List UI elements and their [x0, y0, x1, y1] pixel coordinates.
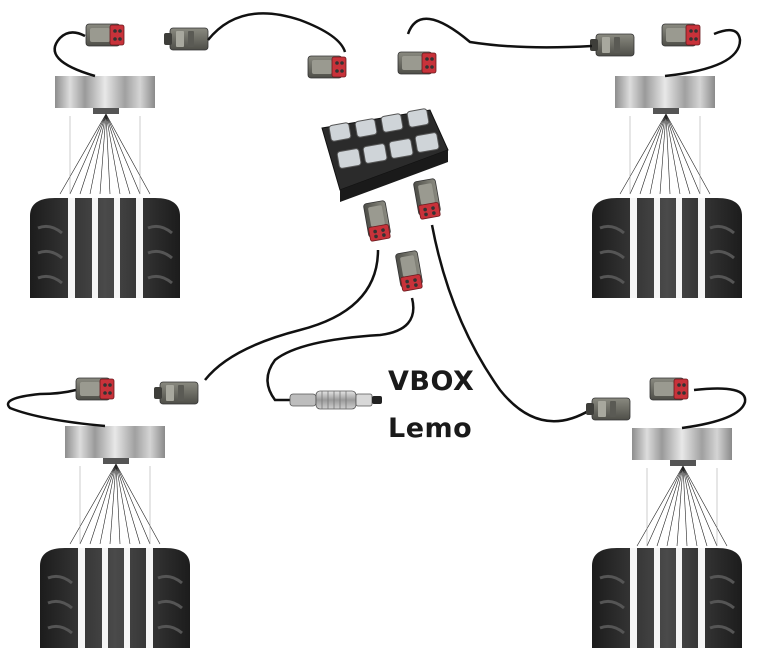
extension-cable	[207, 12, 347, 53]
sensor-group-front-right	[397, 17, 744, 300]
sensor-cable	[664, 28, 742, 78]
temperature-sensor-icon	[54, 75, 156, 195]
sensor-cable	[6, 388, 106, 428]
cable-to-lemo	[266, 297, 415, 402]
vbox-label: VBOX	[388, 366, 475, 397]
temperature-sensor-icon	[64, 425, 166, 545]
connector-plug-icon	[153, 381, 199, 405]
connector-socket-icon	[85, 23, 125, 47]
cable-to-rear-right	[430, 224, 591, 423]
connector-socket-icon	[661, 23, 701, 47]
junction-box-icon	[321, 108, 449, 202]
tyre-icon	[28, 196, 182, 300]
connector-plug-icon	[585, 397, 631, 421]
connector-socket-icon	[307, 55, 347, 79]
temperature-sensor-icon	[614, 75, 716, 195]
lemo-connector-icon	[289, 390, 382, 410]
tyre-icon	[38, 546, 192, 650]
lemo-label: Lemo	[388, 413, 473, 444]
tyre-icon	[590, 546, 744, 650]
connector-socket-icon	[649, 377, 689, 401]
connector-socket-icon	[75, 377, 115, 401]
connector-socket-icon	[362, 199, 392, 243]
tyre-icon	[590, 196, 744, 300]
sensor-group-front-left	[28, 12, 347, 300]
temperature-sensor-icon	[631, 427, 733, 547]
sensor-group-rear-right	[585, 377, 747, 650]
connector-plug-icon	[589, 33, 635, 57]
connector-plug-icon	[163, 27, 209, 51]
connector-socket-icon	[397, 51, 437, 75]
extension-cable	[406, 17, 593, 49]
sensor-cable	[681, 387, 747, 430]
cable-to-rear-left	[204, 249, 380, 381]
connector-socket-icon	[412, 177, 442, 221]
connector-socket-icon	[394, 249, 424, 293]
sensor-cable	[53, 31, 96, 78]
sensor-group-rear-left	[6, 377, 199, 650]
